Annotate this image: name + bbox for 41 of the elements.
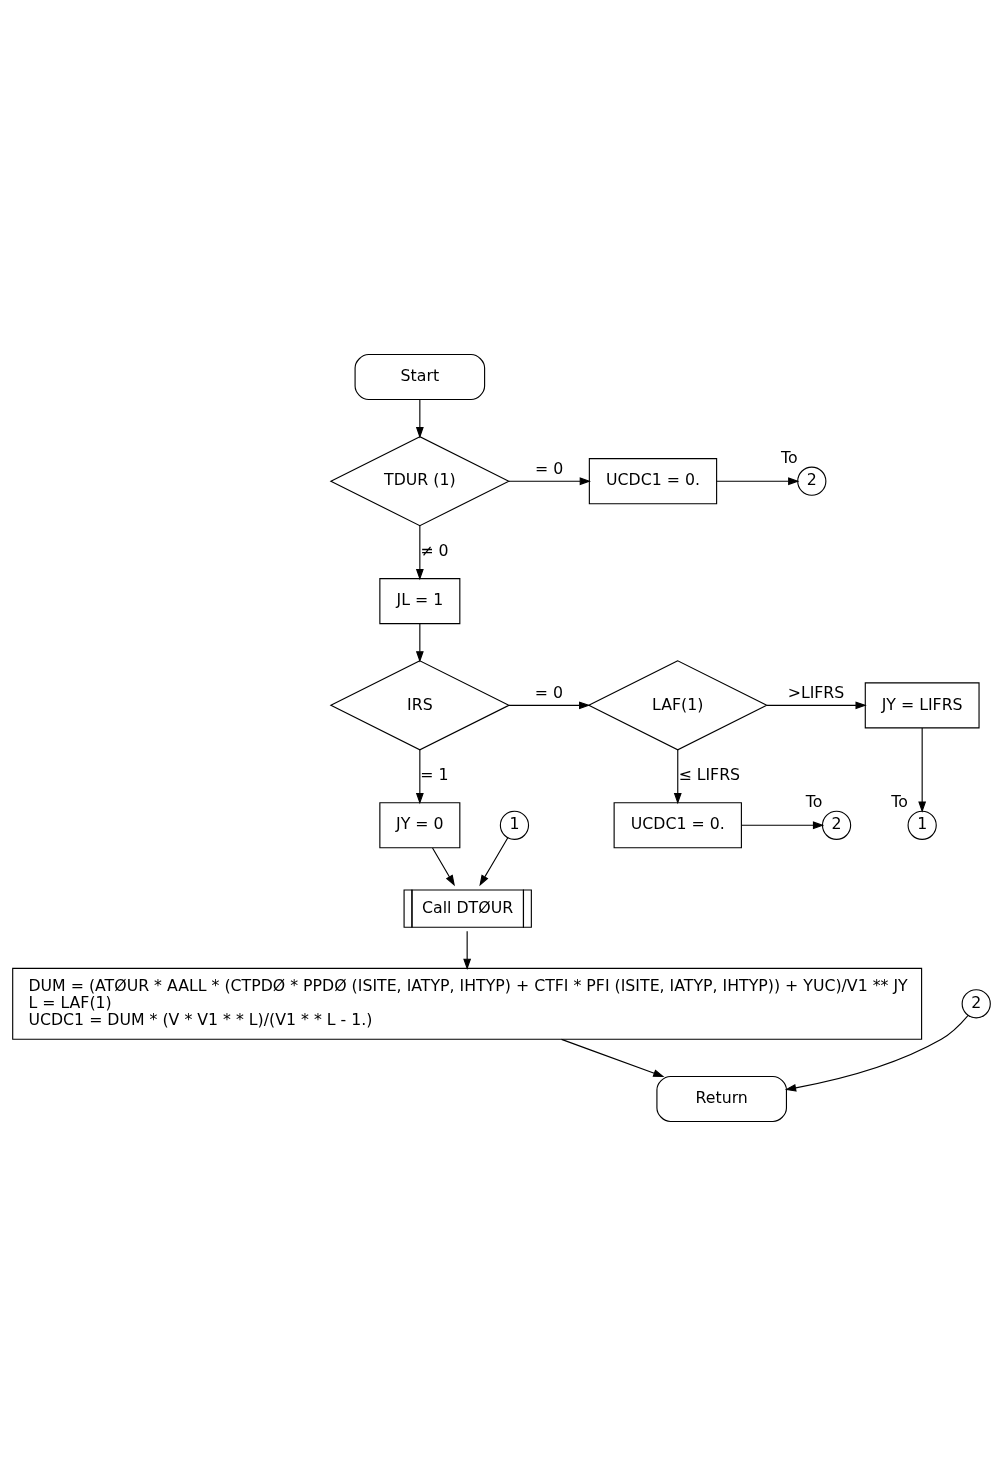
- node-circle: 2: [821, 810, 852, 840]
- arrow: [463, 930, 472, 970]
- node-circle: 2: [797, 466, 827, 496]
- node-circle: 1: [907, 810, 937, 840]
- node-circle: 2: [961, 988, 991, 1018]
- arrow: [431, 846, 455, 886]
- edge-label: = 0: [534, 458, 564, 478]
- arrow: [415, 748, 424, 804]
- arrow: [766, 700, 867, 709]
- node-diamond: TDUR (1): [329, 435, 511, 526]
- arrow: [741, 820, 825, 829]
- node-box: JY = 0: [379, 801, 461, 848]
- arrow: [716, 476, 800, 485]
- node-box: DUM = (ATØUR * AALL * (CTPDØ * PPDØ (ISITE, IATYP, IHTYP) + CTFI * PFI (ISITE, IATYP, IHTYP)) + YUC)/V1 ** JY L = LAF(1) UCDC1 = DUM * (V * V1 * * L)/(V1 * * L - 1.): [12, 967, 923, 1040]
- edge-label: ≤ LIFRS: [678, 764, 741, 784]
- node-diamond: LAF(1): [587, 659, 768, 750]
- edge-label: = 1: [420, 764, 449, 784]
- node-label: To: [891, 791, 908, 811]
- arrow: [508, 700, 591, 709]
- node-box: Return: [656, 1075, 787, 1122]
- arrow: [918, 727, 927, 813]
- node-circle: 1: [499, 810, 530, 840]
- arrow: [561, 1038, 665, 1077]
- node-label: To: [805, 791, 823, 811]
- arrow: [415, 622, 424, 662]
- arrow: [479, 836, 509, 886]
- arrow: [673, 748, 682, 804]
- node-label: To: [780, 447, 798, 467]
- arrow: [784, 1014, 969, 1092]
- arrow: [415, 524, 424, 580]
- edge-label: = 0: [534, 682, 563, 702]
- node-box: UCDC1 = 0.: [613, 801, 742, 848]
- node-box: Start: [354, 353, 486, 400]
- arrow: [508, 476, 591, 485]
- node-box: UCDC1 = 0.: [588, 457, 718, 504]
- edge-label: ≠ 0: [420, 540, 449, 560]
- node-box: JL = 1: [379, 577, 461, 624]
- arrow: [415, 398, 424, 438]
- edge-label: >LIFRS: [787, 682, 845, 702]
- node-box: JY = LIFRS: [864, 681, 980, 728]
- node-diamond: IRS: [329, 659, 511, 750]
